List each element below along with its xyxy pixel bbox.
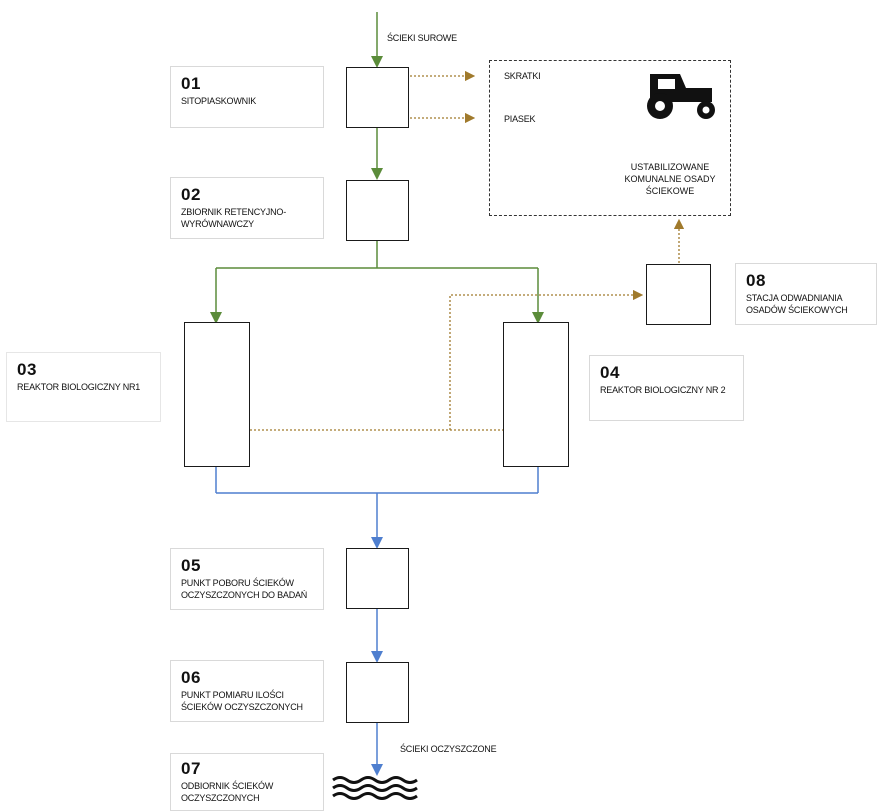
step-02-label: 02 ZBIORNIK RETENCYJNO-WYRÓWNAWCZY bbox=[170, 177, 324, 239]
step-07-text: ODBIORNIK ŚCIEKÓW OCZYSZCZONYCH bbox=[181, 781, 274, 803]
step-05-number: 05 bbox=[181, 556, 201, 575]
sand-label: PIASEK bbox=[504, 114, 536, 124]
step-07-label: 07 ODBIORNIK ŚCIEKÓW OCZYSZCZONYCH bbox=[170, 753, 324, 811]
step-07-number: 07 bbox=[181, 759, 201, 778]
step-01-label: 01 SITOPIASKOWNIK bbox=[170, 66, 324, 128]
step-03-number: 03 bbox=[17, 360, 37, 379]
raw-sewage-label: ŚCIEKI SUROWE bbox=[387, 33, 457, 43]
screenings-label: SKRATKI bbox=[504, 71, 541, 81]
step-02-number: 02 bbox=[181, 185, 201, 204]
sludge-to-08-line bbox=[449, 289, 644, 430]
node-05 bbox=[346, 548, 409, 609]
stabilized-sludge-label: USTABILIZOWANE KOMUNALNE OSADY ŚCIEKOWE bbox=[624, 162, 716, 196]
node-08 bbox=[646, 264, 711, 325]
tractor-icon bbox=[647, 74, 715, 119]
node-04 bbox=[503, 322, 569, 467]
water-icon bbox=[332, 776, 418, 800]
step-04-text: REAKTOR BIOLOGICZNY NR 2 bbox=[600, 385, 726, 395]
step-04-number: 04 bbox=[600, 363, 620, 382]
disposal-area: SKRATKI PIASEK USTABILIZOWANE KOMUNALNE … bbox=[489, 60, 731, 216]
step-05-label: 05 PUNKT POBORU ŚCIEKÓW OCZYSZCZONYCH DO… bbox=[170, 548, 324, 610]
node-02 bbox=[346, 180, 409, 241]
step-06-number: 06 bbox=[181, 668, 201, 687]
step-06-label: 06 PUNKT POMIARU ILOŚCI ŚCIEKÓW OCZYSZCZ… bbox=[170, 660, 324, 722]
step-03-label: 03 REAKTOR BIOLOGICZNY NR1 bbox=[6, 352, 161, 422]
step-08-text: STACJA ODWADNIANIA OSADÓW ŚCIEKOWYCH bbox=[746, 293, 848, 315]
step-01-text: SITOPIASKOWNIK bbox=[181, 96, 257, 106]
step-01-number: 01 bbox=[181, 74, 201, 93]
node-03 bbox=[184, 322, 250, 467]
step-08-number: 08 bbox=[746, 271, 766, 290]
step-05-text: PUNKT POBORU ŚCIEKÓW OCZYSZCZONYCH DO BA… bbox=[181, 578, 308, 600]
step-04-label: 04 REAKTOR BIOLOGICZNY NR 2 bbox=[589, 355, 744, 421]
treated-sewage-label: ŚCIEKI OCZYSZCZONE bbox=[400, 744, 497, 754]
step-06-text: PUNKT POMIARU ILOŚCI ŚCIEKÓW OCZYSZCZONY… bbox=[181, 690, 303, 712]
step-08-label: 08 STACJA ODWADNIANIA OSADÓW ŚCIEKOWYCH bbox=[735, 263, 877, 325]
node-01 bbox=[346, 67, 409, 128]
step-02-text: ZBIORNIK RETENCYJNO-WYRÓWNAWCZY bbox=[181, 207, 287, 229]
step-03-text: REAKTOR BIOLOGICZNY NR1 bbox=[17, 382, 141, 392]
node-06 bbox=[346, 662, 409, 723]
